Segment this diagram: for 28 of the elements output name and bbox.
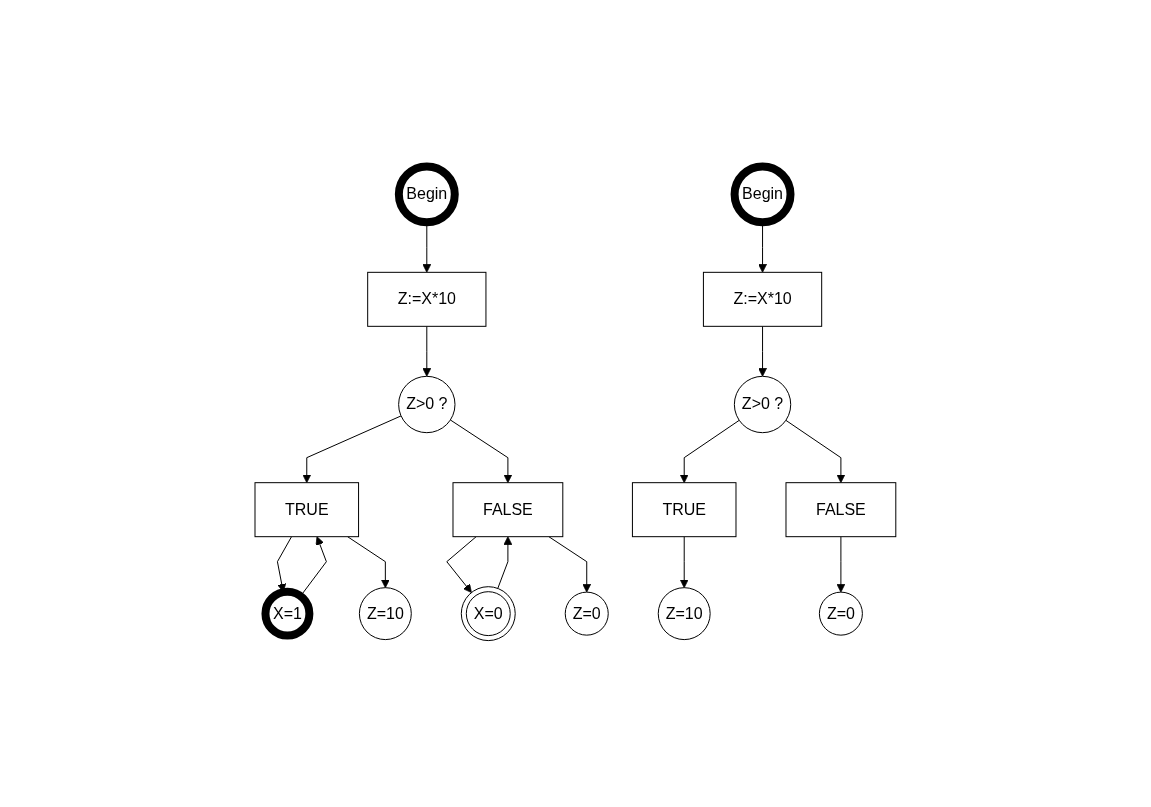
arrow — [497, 536, 513, 589]
node-circle: Z=0 — [819, 591, 863, 636]
node-box: TRUE — [632, 482, 737, 538]
arrow — [347, 536, 390, 589]
node-circle: X=0 — [460, 586, 516, 642]
node-circle: Z>0 ? — [398, 375, 456, 434]
arrow — [449, 419, 513, 484]
arrow — [548, 536, 592, 593]
node-circle: Begin — [394, 162, 459, 227]
arrow — [679, 536, 689, 589]
node-box: FALSE — [452, 482, 564, 538]
arrow — [836, 536, 846, 593]
node-circle: Z=10 — [657, 587, 711, 641]
node-box: Z:=X*10 — [703, 271, 823, 327]
node-box: Z:=X*10 — [367, 271, 487, 327]
arrow — [758, 325, 768, 377]
node-circle: Begin — [730, 162, 795, 227]
arrow — [785, 419, 846, 484]
node-circle: X=1 — [261, 587, 314, 640]
node-box: TRUE — [254, 482, 360, 538]
node-circle: Z>0 ? — [733, 375, 792, 434]
arrow — [446, 536, 477, 593]
node-circle: Z=10 — [359, 587, 412, 641]
node-circle: Z=0 — [564, 591, 609, 636]
arrow — [679, 419, 740, 484]
node-box: FALSE — [785, 482, 897, 538]
arrow — [302, 415, 402, 484]
arrow — [422, 325, 432, 377]
